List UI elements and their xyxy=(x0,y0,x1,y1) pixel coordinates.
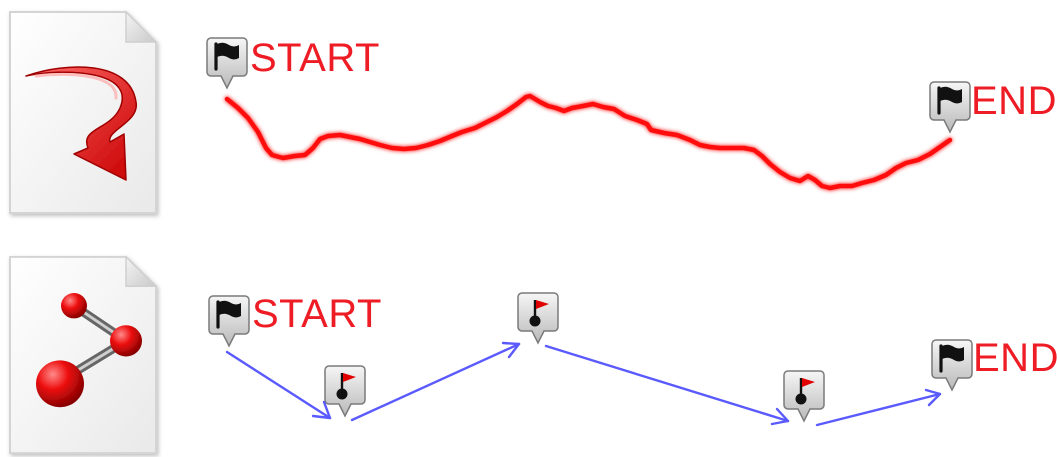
track-start-label: START xyxy=(250,36,380,80)
route-start-label: START xyxy=(252,292,382,336)
route-file-icon xyxy=(8,255,158,455)
route-arrow-1 xyxy=(225,350,332,420)
route-end-label: END xyxy=(973,336,1057,380)
track-file-icon xyxy=(8,10,158,215)
route-arrow-3 xyxy=(544,344,790,426)
track-end-label: END xyxy=(971,79,1057,123)
route-arrow-2 xyxy=(350,341,521,422)
route-arrow-4 xyxy=(815,388,942,427)
